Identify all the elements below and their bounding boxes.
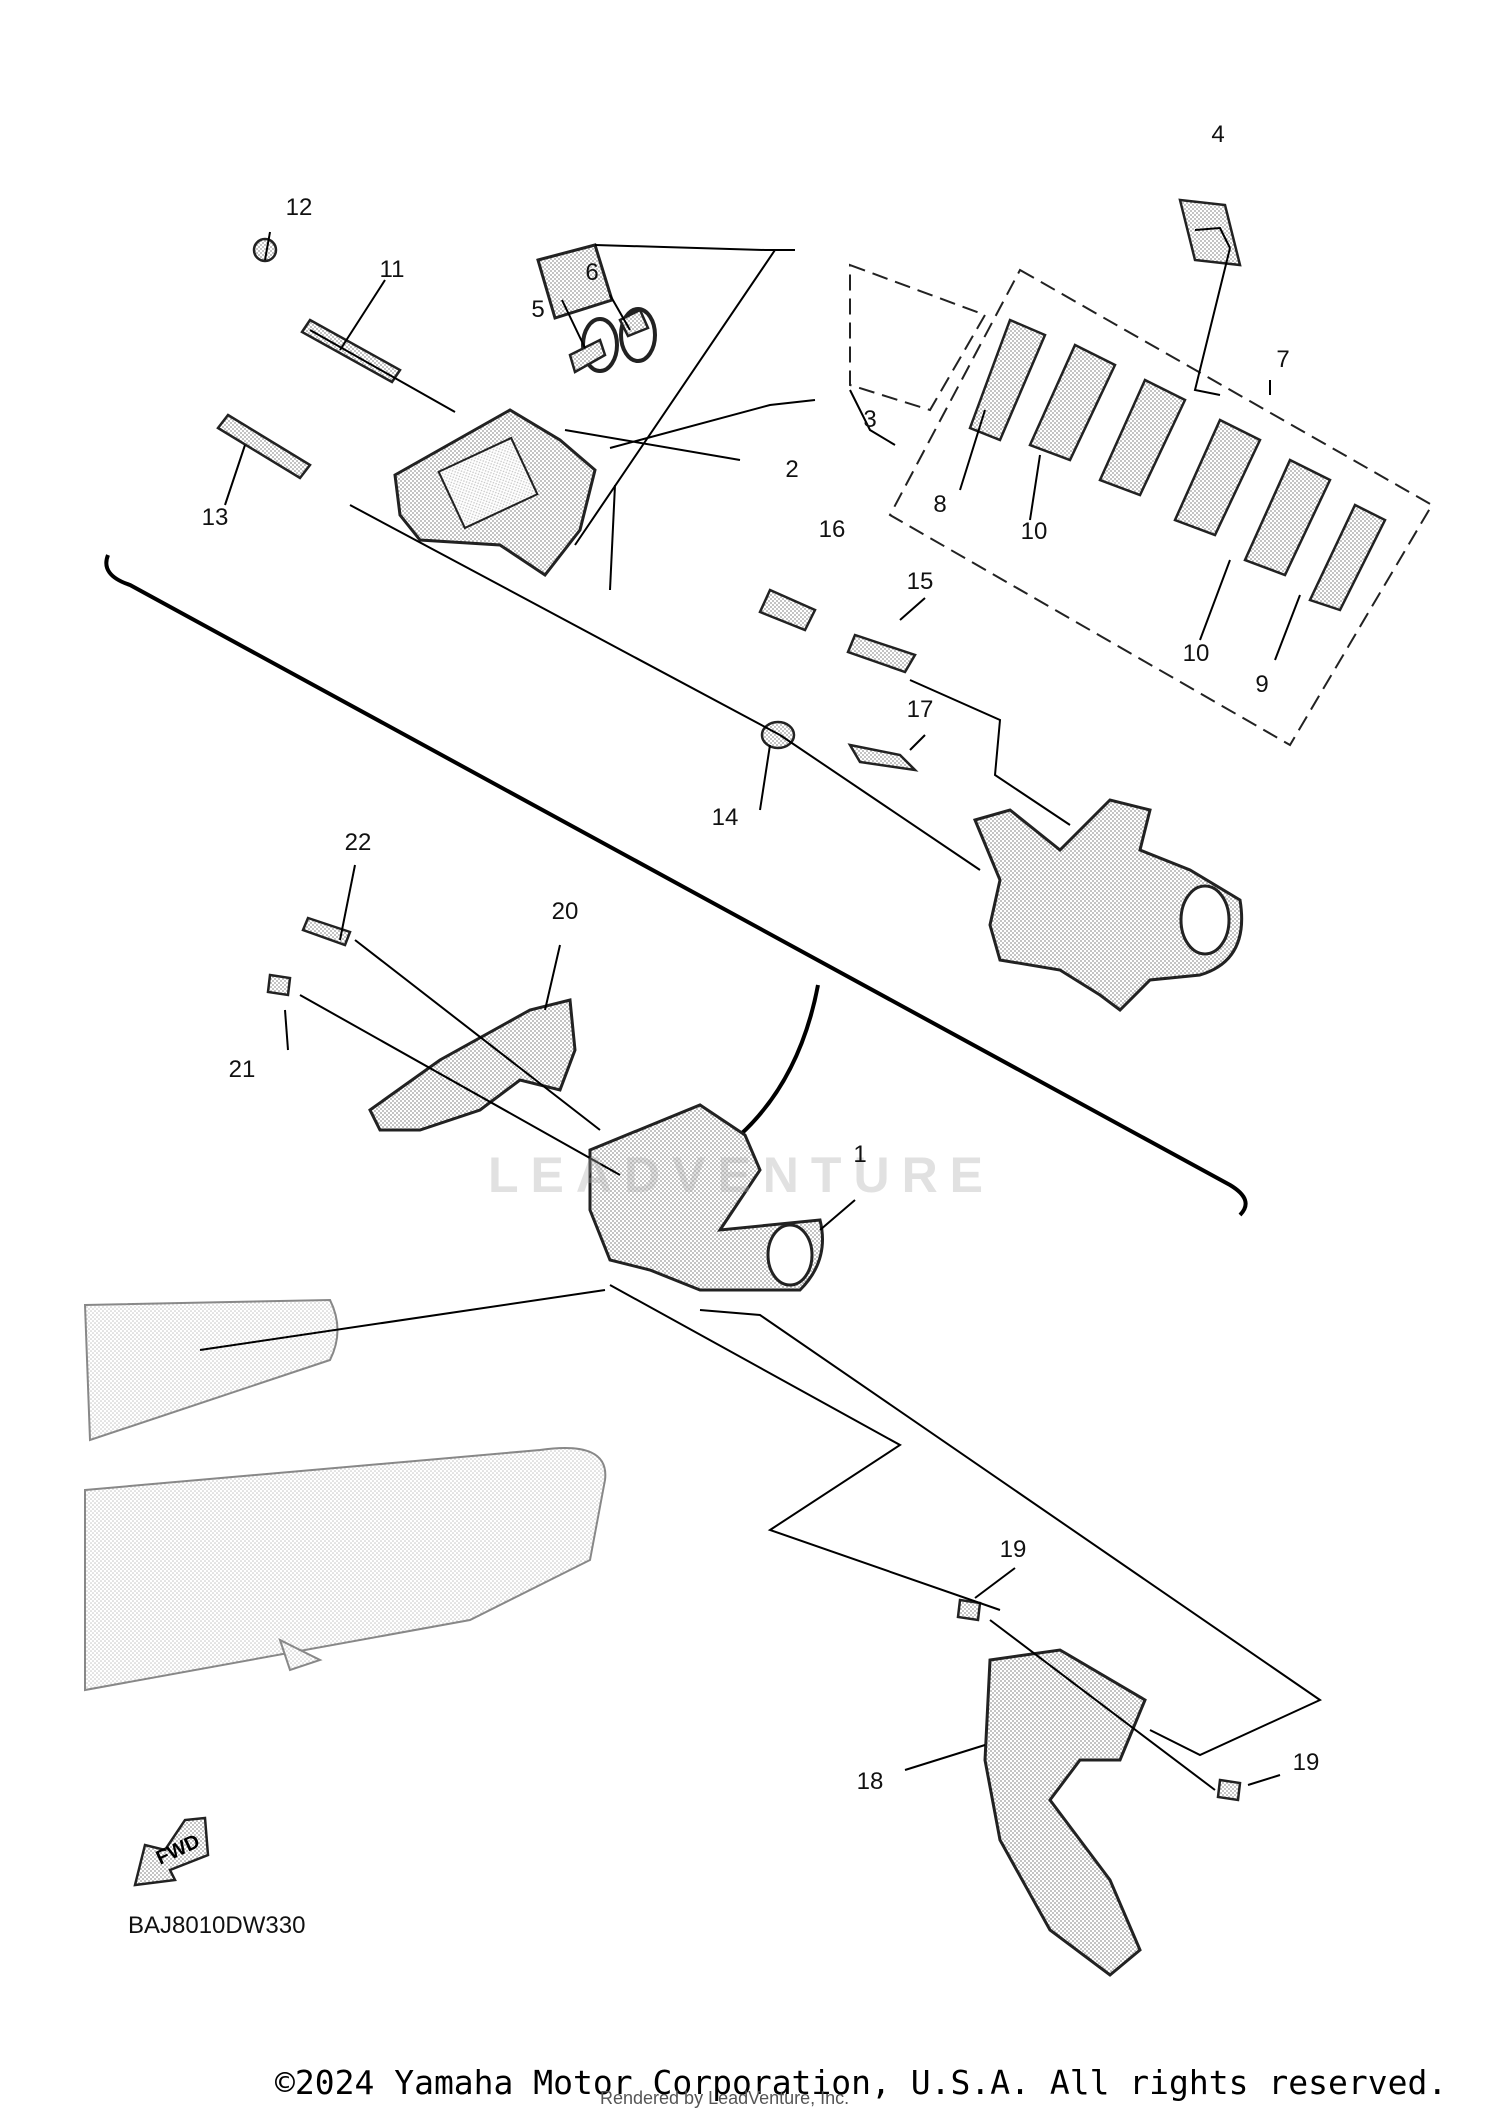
callout-7: 7 [1276,346,1290,373]
clip-part-4-shape [1178,198,1242,267]
callout-16: 16 [818,516,846,543]
callout-8: 8 [933,491,947,518]
hardware-shapes [216,237,1242,1802]
callout-4: 4 [1211,121,1225,148]
bracket-curve [104,554,1248,1217]
copyright-notice: ©2024 Yamaha Motor Corporation, U.S.A. A… [275,2063,1448,2102]
callout-2: 2 [785,456,799,483]
seal-kit-box [849,263,987,412]
callout-5: 5 [531,296,545,323]
callout-6: 6 [585,259,599,286]
callout-3: 3 [863,406,877,433]
caliper-body-shape [393,408,597,578]
caliper-bracket-shape [972,798,1244,1012]
caliper-assembly-shape [588,1103,824,1292]
guard-part-20-shape [368,998,577,1132]
callout-10-lower: 10 [1182,640,1210,667]
callout-14: 14 [711,804,739,831]
fwd-arrow-icon: FWD [133,1816,210,1887]
callout-11: 11 [379,256,405,283]
callout-20: 20 [551,898,579,925]
seal-shape-2 [619,307,657,363]
rendered-by-text: Rendered by LeadVenture, Inc. [600,2088,850,2108]
pad-kit-box [888,268,1434,747]
diagram-code: BAJ8010DW330 [128,1912,306,1939]
callout-12: 12 [285,194,313,221]
piston-shape [536,243,614,320]
callout-19-upper: 19 [999,1536,1027,1563]
swingarm-shape [83,1298,607,1692]
bracket-stem [738,984,820,1137]
callout-19-lower: 19 [1292,1749,1320,1776]
callout-1: 1 [853,1141,867,1168]
callout-15: 15 [906,568,934,595]
watermark-text: LEADVENTURE [488,1147,996,1203]
callout-21: 21 [228,1056,256,1083]
callout-13: 13 [201,504,229,531]
brake-pads-shape [968,318,1387,612]
callout-18: 18 [856,1768,884,1795]
callout-9: 9 [1255,671,1269,698]
disc-guard-part-18-shape [983,1648,1147,1977]
callout-10-upper: 10 [1020,518,1048,545]
callout-17: 17 [906,696,934,723]
callout-22: 22 [344,829,372,856]
leader-lines [199,226,1323,1791]
